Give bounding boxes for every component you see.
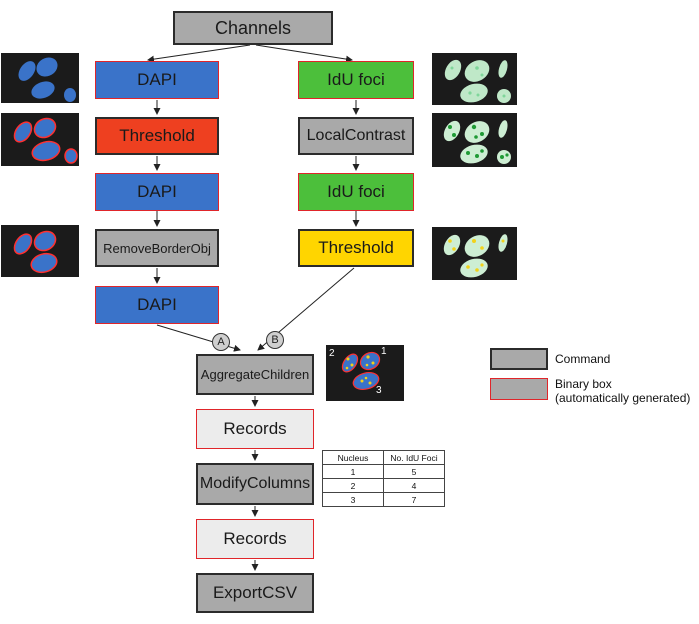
- legend-binary-label: Binary box: [555, 377, 612, 391]
- aggregate-box: AggregateChildren: [196, 354, 314, 395]
- idu-box-1: IdU foci: [298, 61, 414, 99]
- table-row: 2 4: [322, 478, 445, 493]
- arrow-channels-dapi: [147, 44, 251, 63]
- aggregate-label: AggregateChildren: [200, 367, 310, 382]
- dapi-label-2: DAPI: [137, 182, 177, 201]
- nucleus-label-1: 1: [381, 346, 387, 357]
- dapi-box-2: DAPI: [95, 173, 219, 211]
- threshold-thumbnail-2: [432, 227, 517, 280]
- threshold-label-1: Threshold: [119, 126, 195, 145]
- table-cell: 4: [383, 478, 445, 493]
- removeborder-box: RemoveBorderObj: [95, 229, 219, 267]
- table-row: 3 7: [322, 492, 445, 507]
- localcontrast-label: LocalContrast: [306, 127, 406, 144]
- threshold-label-2: Threshold: [318, 238, 394, 257]
- dapi-label-3: DAPI: [137, 295, 177, 314]
- threshold-thumbnail-1: [1, 113, 79, 166]
- export-box: ExportCSV: [196, 573, 314, 613]
- table-header-row: Nucleus No. IdU Foci: [322, 450, 445, 465]
- table-cell: 7: [383, 492, 445, 507]
- nucleus-label-3: 3: [376, 385, 382, 396]
- legend-command-label: Command: [555, 352, 611, 366]
- legend-command-swatch: [490, 348, 548, 370]
- table-cell: 2: [322, 478, 384, 493]
- results-table: Nucleus No. IdU Foci 1 5 2 4 3 7: [322, 450, 445, 507]
- dapi-box-3: DAPI: [95, 286, 219, 324]
- modify-box: ModifyColumns: [196, 463, 314, 505]
- connector-b: B: [266, 331, 284, 349]
- localcontrast-thumbnail: [432, 113, 517, 167]
- table-header-nucleus: Nucleus: [322, 450, 384, 465]
- table-row: 1 5: [322, 464, 445, 479]
- idu-box-2: IdU foci: [298, 173, 414, 211]
- idu-label-1: IdU foci: [327, 70, 385, 89]
- records-label-2: Records: [223, 529, 287, 548]
- dapi-thumbnail-1: [1, 53, 79, 103]
- threshold-box-1: Threshold: [95, 117, 219, 155]
- legend-binary-sublabel: (automatically generated): [555, 391, 691, 405]
- localcontrast-box: LocalContrast: [298, 117, 414, 155]
- connector-b-label: B: [271, 334, 279, 346]
- nucleus-label-2: 2: [329, 348, 335, 359]
- dapi-label-1: DAPI: [137, 70, 177, 89]
- removeborder-thumbnail: [1, 225, 79, 277]
- channels-box: Channels: [173, 11, 333, 45]
- aggregate-thumbnail: 2 1 3: [326, 345, 404, 401]
- export-label: ExportCSV: [212, 583, 298, 602]
- threshold-box-2: Threshold: [298, 229, 414, 267]
- legend-binary-swatch: [490, 378, 548, 400]
- records-label-1: Records: [223, 419, 287, 438]
- table-cell: 3: [322, 492, 384, 507]
- arrow-channels-idu: [255, 44, 353, 63]
- table-cell: 5: [383, 464, 445, 479]
- idu-label-2: IdU foci: [327, 182, 385, 201]
- modify-label: ModifyColumns: [199, 475, 311, 492]
- table-cell: 1: [322, 464, 384, 479]
- connector-a: A: [212, 333, 230, 351]
- idu-thumbnail-1: [432, 53, 517, 105]
- dapi-box-1: DAPI: [95, 61, 219, 99]
- records-box-2: Records: [196, 519, 314, 559]
- table-header-foci: No. IdU Foci: [383, 450, 445, 465]
- records-box-1: Records: [196, 409, 314, 449]
- channels-label: Channels: [214, 17, 292, 38]
- removeborder-label: RemoveBorderObj: [103, 240, 211, 256]
- connector-a-label: A: [217, 336, 225, 348]
